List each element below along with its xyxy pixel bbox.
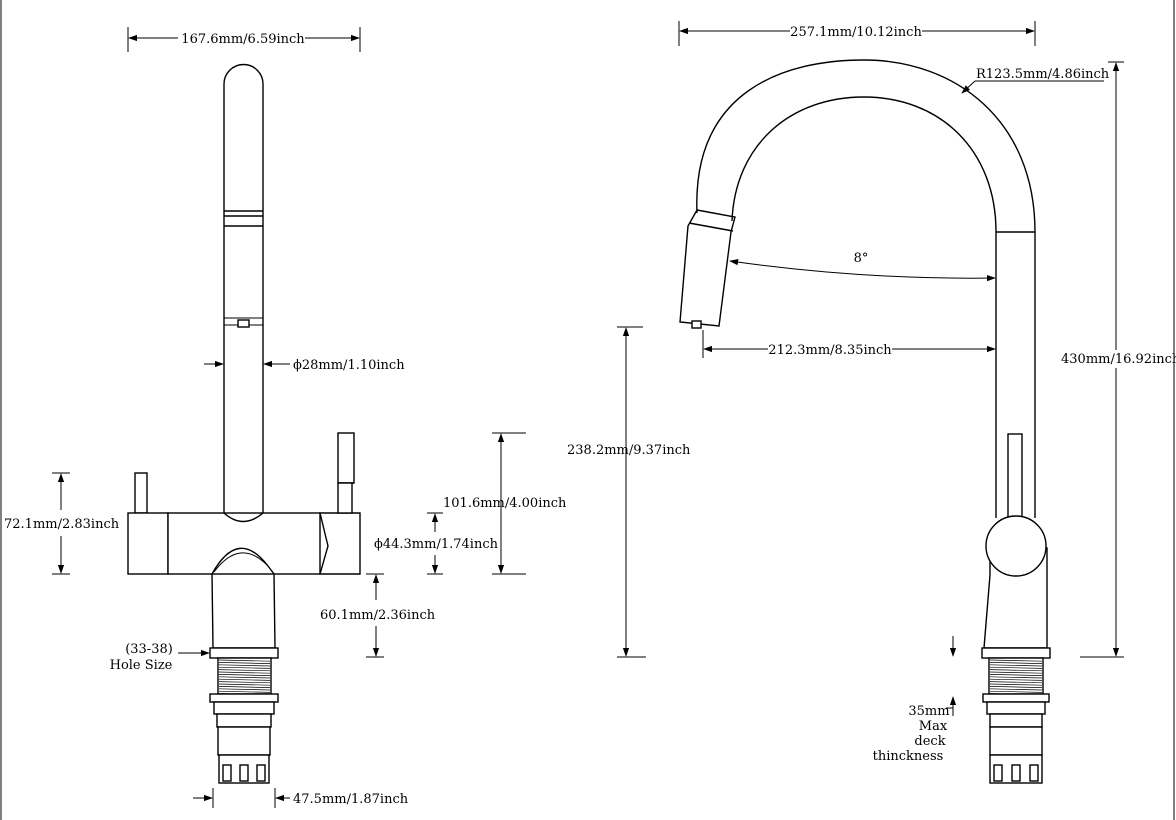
front-thread-lines (218, 659, 271, 696)
side-view: 257.1mm/10.12inch R123.5mm/4.86inch 8° 2… (567, 21, 1176, 784)
front-base-neck (211, 547, 276, 649)
thread-line (989, 686, 1043, 688)
thread-line (218, 681, 271, 684)
thread-line (218, 690, 271, 693)
thread-line (989, 664, 1043, 667)
front-right-lever (337, 432, 355, 484)
thread-line (218, 674, 271, 676)
angle-arc (729, 259, 996, 282)
thread-line (218, 669, 271, 672)
front-base-neck-inner (213, 552, 269, 573)
side-handle-hub (985, 515, 1047, 577)
side-lever (1007, 433, 1023, 525)
thread-line (218, 678, 271, 681)
thread-line (218, 664, 271, 667)
thread-line (989, 666, 1043, 669)
side-fitting-slot (1029, 764, 1039, 782)
thread-line (989, 669, 1043, 672)
side-fitting-slot (1011, 764, 1021, 782)
side-washer (982, 693, 1050, 703)
front-overall-width-label: 167.6mm/6.59inch (181, 32, 305, 47)
side-arc-radius-label: R123.5mm/4.86inch (976, 67, 1110, 82)
spout-button (237, 319, 250, 328)
front-washer (209, 693, 279, 703)
front-body-main (167, 512, 321, 575)
front-body-right-cap (319, 512, 361, 575)
radius-leader (961, 80, 976, 94)
spray-head-ring (688, 222, 734, 232)
side-spray-head (679, 209, 736, 327)
thread-line (218, 671, 271, 674)
front-fitting-slot (256, 764, 266, 782)
thread-line (218, 676, 271, 679)
thread-line (989, 678, 1043, 681)
front-base-width-label: 47.5mm/1.87inch (293, 792, 409, 807)
deck-thickness-line-1: 35mm (908, 704, 949, 719)
thread-line (218, 662, 271, 664)
deck-thickness-line-2: Max (919, 719, 948, 734)
side-nut (986, 701, 1046, 715)
deck-thickness-line-4: thinckness (873, 749, 944, 764)
front-spout-collar (223, 512, 264, 523)
front-body-diameter-label: ϕ44.3mm/1.74inch (374, 537, 499, 552)
thread-line (989, 681, 1043, 684)
side-fitting (989, 726, 1043, 756)
thread-line (218, 659, 271, 662)
front-fitting (217, 726, 271, 756)
side-threaded-rod (988, 657, 1044, 695)
front-fitting-slot (222, 764, 232, 782)
hole-size-label: Hole Size (110, 658, 173, 673)
front-flange (209, 647, 279, 659)
front-view: 167.6mm/6.59inch ϕ28mm/1.10inch 72.1mm/2… (4, 27, 567, 808)
front-base-height-label: 60.1mm/2.36inch (320, 608, 436, 623)
side-outlet-height-label: 238.2mm/9.37inch (567, 443, 691, 458)
thread-line (989, 688, 1043, 691)
thread-line (218, 666, 271, 669)
front-lever-height-label: 101.6mm/4.00inch (443, 496, 567, 511)
front-fitting-slot (239, 764, 249, 782)
thread-line (218, 686, 271, 688)
front-nut (213, 701, 275, 715)
front-right-lever-stem (337, 482, 353, 514)
side-fitting-slot (993, 764, 1003, 782)
thread-line (989, 659, 1043, 662)
side-thread-lines (989, 659, 1043, 696)
thread-line (989, 662, 1043, 664)
hole-size-range: (33-38) (125, 642, 173, 657)
side-spray-angle-label: 8° (854, 251, 869, 266)
front-threaded-rod (217, 657, 272, 695)
front-body-height-label: 72.1mm/2.83inch (4, 517, 120, 532)
front-body-left-block (127, 512, 169, 575)
spray-head-nozzle (691, 320, 702, 329)
side-nut-lower (989, 713, 1043, 728)
thread-line (989, 690, 1043, 693)
side-overall-height-label: 430mm/16.92inch (1061, 352, 1176, 367)
height-label-mask (1060, 350, 1170, 368)
side-gooseneck-inner (731, 96, 997, 233)
thread-line (989, 676, 1043, 679)
side-overall-width-label: 257.1mm/10.12inch (790, 25, 922, 40)
side-gooseneck-outer (696, 59, 1036, 233)
deck-thickness-line-3: deck (914, 734, 945, 749)
front-nut-lower (216, 713, 272, 728)
front-spout-diameter-label: ϕ28mm/1.10inch (293, 358, 405, 373)
front-spout-tube (223, 63, 264, 513)
thread-line (989, 671, 1043, 674)
thread-line (218, 688, 271, 691)
thread-line (989, 674, 1043, 676)
thread-line (989, 683, 1043, 686)
side-flange (981, 647, 1051, 659)
front-left-lever (134, 472, 148, 514)
side-spout-reach-label: 212.3mm/8.35inch (768, 343, 892, 358)
thread-line (218, 683, 271, 686)
